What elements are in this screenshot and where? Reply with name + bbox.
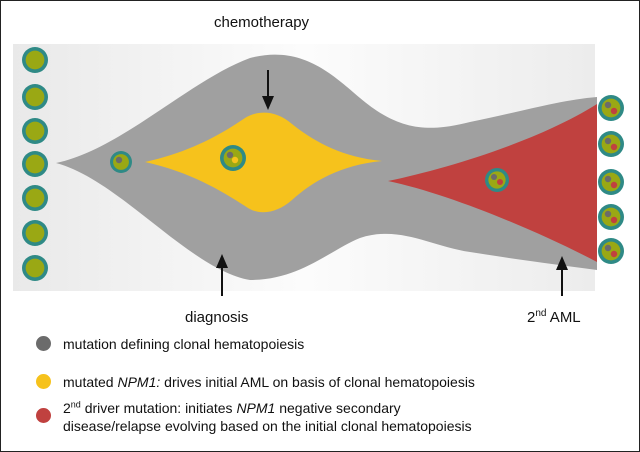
relapse-cell <box>598 95 624 121</box>
legend-text-second-driver: 2nd driver mutation: initiates NPM1 nega… <box>63 399 472 434</box>
healthy-cell <box>22 255 48 281</box>
second-aml-label: 2nd AML <box>527 308 581 327</box>
healthy-cell <box>22 151 48 177</box>
second-aml-arrow <box>556 256 568 296</box>
diagnosis-arrow <box>216 254 228 296</box>
legend-dot-clonal <box>36 336 51 351</box>
healthy-cell <box>22 185 48 211</box>
second-driver-cell <box>485 168 509 192</box>
chemotherapy-label: chemotherapy <box>214 14 310 31</box>
healthy-cell <box>22 47 48 73</box>
legend-text-npm1: mutated NPM1: drives initial AML on basi… <box>63 374 475 390</box>
legend-dot-second-driver <box>36 408 51 423</box>
healthy-cell <box>22 220 48 246</box>
relapse-cell <box>598 204 624 230</box>
healthy-cell <box>22 118 48 144</box>
chemotherapy-arrow <box>262 70 274 110</box>
legend-dot-npm1 <box>36 374 51 389</box>
relapse-cell <box>598 238 624 264</box>
healthy-cell <box>22 84 48 110</box>
npm1-clonal-cell <box>220 145 246 171</box>
npm1-stream <box>145 112 382 213</box>
legend-text-clonal: mutation defining clonal hematopoiesis <box>63 336 305 352</box>
relapse-cell <box>598 131 624 157</box>
diagnosis-label: diagnosis <box>185 309 249 326</box>
relapse-cell <box>598 169 624 195</box>
clonal-cell <box>110 151 132 173</box>
